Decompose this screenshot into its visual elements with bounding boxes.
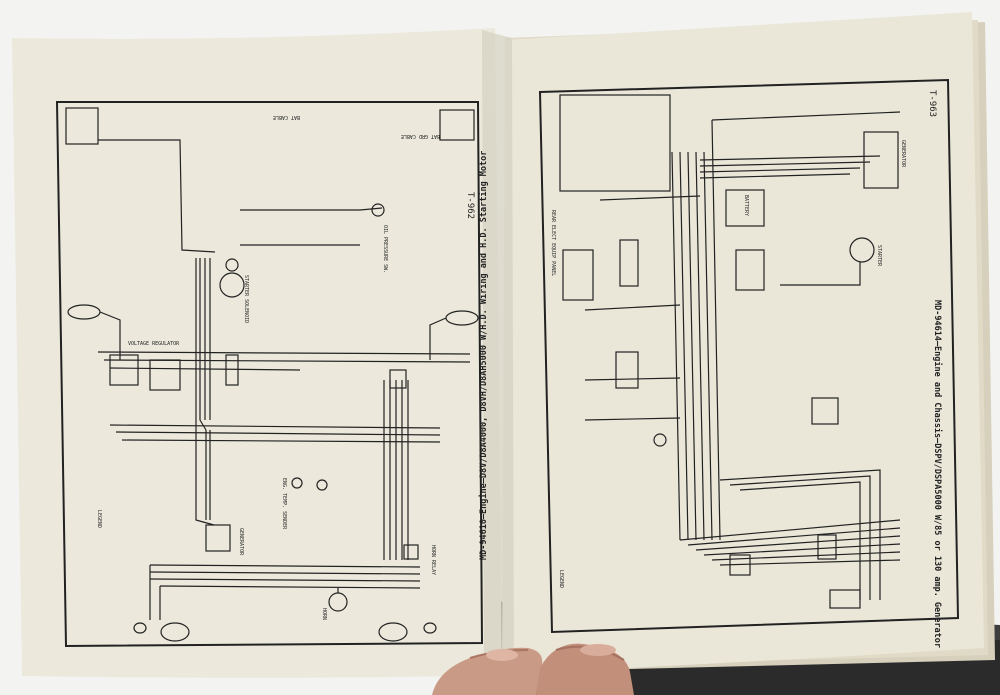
left-label-bat-grd-cable: BAT GRD CABLE [401, 133, 440, 139]
left-label-horn-relay: HORN RELAY [430, 545, 436, 575]
left-label-legend: LEGEND [96, 510, 102, 528]
left-label-oil-pressure: OIL PRESSURE SW. [382, 225, 388, 273]
left-page-caption: MD-94610—Engine—D8V/D8A4000, D8VH/D8AH50… [478, 151, 489, 560]
left-label-temp-sender: ENG. TEMP. SENDER [281, 478, 287, 530]
right-label-legend: LEGEND [558, 570, 564, 588]
left-wiring-diagram [55, 101, 484, 648]
left-label-horn: HORN [321, 608, 327, 620]
left-label-bat-cable: BAT CABLE [273, 114, 300, 120]
left-label-starter-solenoid: STARTER SOLENOID [243, 275, 249, 323]
gutter [482, 30, 514, 676]
left-page-id: T-962 [465, 192, 475, 219]
right-label-starter: STARTER [876, 245, 882, 267]
right-wiring-diagram [538, 78, 960, 634]
right-label-generator: GENERATOR [900, 140, 906, 168]
right-diagram-labels: T-963 MD-94614—Engine and Chassis—DSPV/D… [550, 90, 943, 648]
hand [432, 643, 634, 695]
right-label-battery: BATTERY [743, 195, 749, 216]
left-diagram-labels: T-962 MD-94610—Engine—D8V/D8A4000, D8VH/… [96, 114, 489, 620]
right-label-rear-panel: REAR ELECT EQUIP PANEL [550, 210, 556, 276]
left-label-generator: GENERATOR [238, 528, 244, 556]
left-label-voltage-regulator: VOLTAGE REGULATOR [128, 341, 180, 347]
right-page-id: T-963 [927, 90, 937, 117]
right-page-caption: MD-94614—Engine and Chassis—DSPV/DSPA500… [932, 300, 943, 648]
